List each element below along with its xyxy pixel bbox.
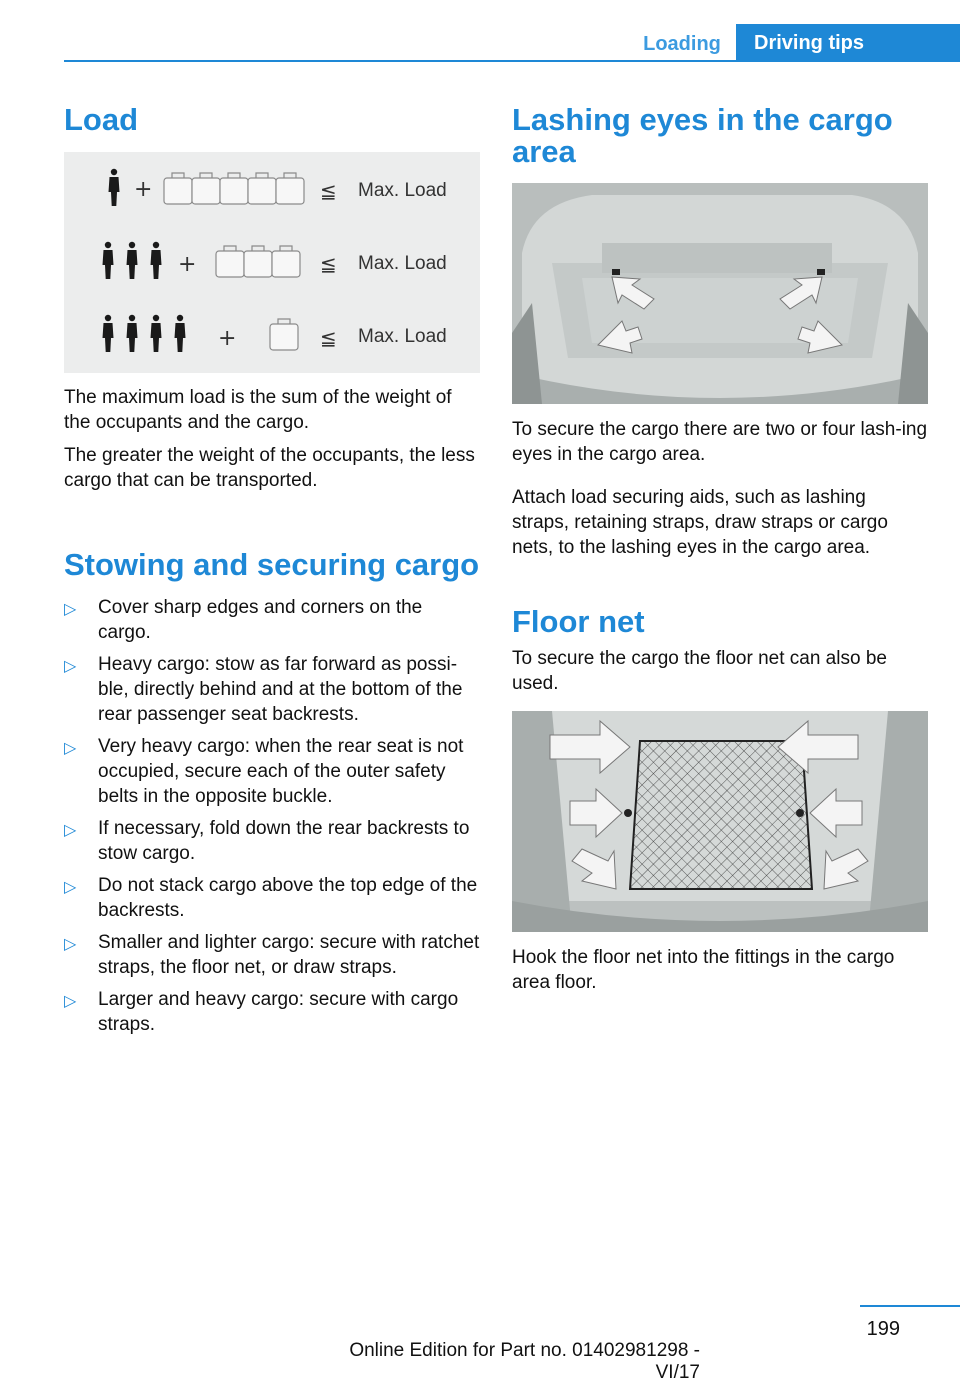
load-row-2: + ≦ Max. Load xyxy=(102,241,447,279)
arrow-icon xyxy=(823,848,869,890)
page-number: 199 xyxy=(866,1318,900,1340)
right-column: Lashing eyes in the cargo area T xyxy=(512,100,928,995)
load-paragraph-2: The greater the weight of the occupants,… xyxy=(64,445,475,491)
cargo-area-image xyxy=(512,183,928,404)
bullet-triangle-icon: ▷ xyxy=(64,822,77,839)
arrow-icon xyxy=(797,320,843,354)
max-load-label: Max. Load xyxy=(358,326,447,347)
leq-sign: ≦ xyxy=(320,252,337,276)
bullet-triangle-icon: ▷ xyxy=(64,601,77,618)
bullet-triangle-icon: ▷ xyxy=(64,658,77,675)
list-item: ▷Do not stack cargo above the top edge o… xyxy=(64,875,478,921)
bullet-triangle-icon: ▷ xyxy=(64,936,77,953)
leq-sign: ≦ xyxy=(320,179,337,203)
arrow-icon xyxy=(549,719,631,775)
left-column: Load + ≦ xyxy=(64,100,480,1044)
arrow-icon xyxy=(611,276,655,310)
list-item: ▷Cover sharp edges and corners on the ca… xyxy=(64,597,423,643)
plus-sign: + xyxy=(134,177,152,202)
header-tab-loading[interactable]: Loading xyxy=(643,33,721,55)
lashing-paragraph-1: To secure the cargo there are two or fou… xyxy=(512,419,928,465)
floor-net-photo xyxy=(512,711,928,932)
section-title-floor-net: Floor net xyxy=(512,604,645,639)
list-item: ▷Very heavy cargo: when the rear seat is… xyxy=(64,736,464,807)
bullet-triangle-icon: ▷ xyxy=(64,740,77,757)
section-title-load: Load xyxy=(64,102,139,137)
plus-sign: + xyxy=(178,252,196,277)
max-load-label: Max. Load xyxy=(358,180,447,201)
section-title-stowing: Stowing and securing cargo xyxy=(64,547,480,582)
floor-net-paragraph-1: To secure the cargo the floor net can al… xyxy=(512,648,887,694)
load-illustration: + ≦ Max. Load + ≦ Max. Load xyxy=(64,152,480,373)
load-row-3: + ≦ Max. Load xyxy=(102,314,447,352)
list-item: ▷Smaller and lighter cargo: secure with … xyxy=(64,932,480,978)
load-row-1: + ≦ Max. Load xyxy=(108,168,447,206)
section-title-lashing-eyes: Lashing eyes in the cargo area xyxy=(512,102,893,169)
footer-rule xyxy=(860,1305,960,1307)
bullet-triangle-icon: ▷ xyxy=(64,879,77,896)
arrow-icon xyxy=(809,787,863,839)
arrow-icon xyxy=(779,276,823,310)
floor-net-image xyxy=(512,711,928,932)
list-item: ▷Larger and heavy cargo: secure with car… xyxy=(64,989,459,1035)
leq-sign: ≦ xyxy=(320,326,337,350)
edition-note: Online Edition for Part no. 01402981298 … xyxy=(349,1340,700,1383)
floor-net-paragraph-2: Hook the floor net into the fittings in … xyxy=(512,947,895,993)
arrow-icon xyxy=(777,719,859,775)
lashing-paragraph-2: Attach load securing aids, such as lashi… xyxy=(512,487,888,558)
header-tab-driving-tips[interactable]: Driving tips xyxy=(736,24,960,62)
load-paragraph-1: The maximum load is the sum of the weigh… xyxy=(64,387,452,433)
list-item: ▷Heavy cargo: stow as far forward as pos… xyxy=(64,654,463,725)
arrow-icon xyxy=(569,787,623,839)
bullet-triangle-icon: ▷ xyxy=(64,993,77,1010)
list-item: ▷If necessary, fold down the rear backre… xyxy=(64,818,470,864)
load-diagram: + ≦ Max. Load + ≦ Max. Load xyxy=(102,168,447,352)
plus-sign: + xyxy=(218,326,236,351)
max-load-label: Max. Load xyxy=(358,253,447,274)
arrow-icon xyxy=(597,320,643,354)
stowing-list: ▷Cover sharp edges and corners on the ca… xyxy=(64,595,480,1037)
lashing-eyes-photo xyxy=(512,183,928,404)
arrow-icon xyxy=(571,848,617,890)
header-rule xyxy=(64,60,960,62)
